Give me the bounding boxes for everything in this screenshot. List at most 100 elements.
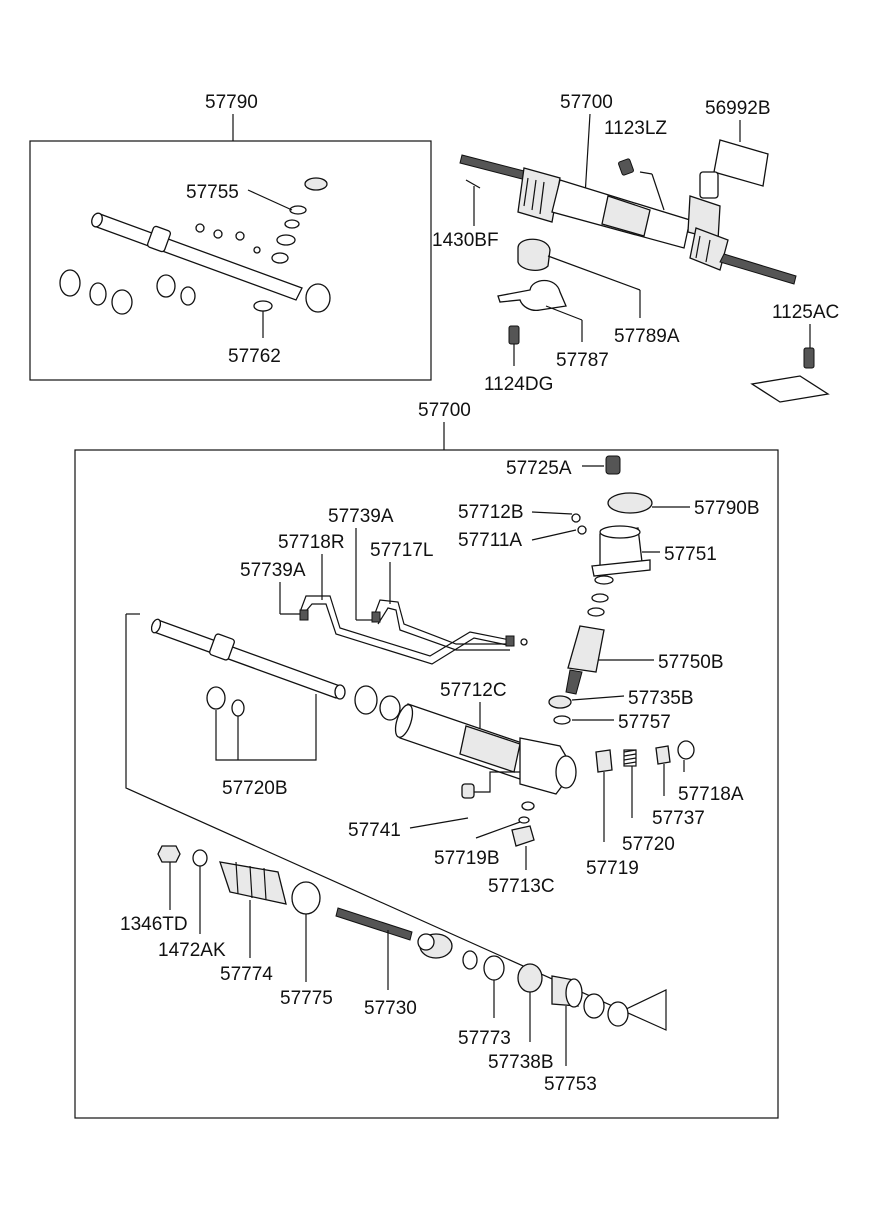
fitting-57739A-left: [299, 609, 309, 621]
callout-57753: 57753: [544, 1074, 597, 1095]
ring-bottom-a: [462, 950, 478, 970]
ring-bottom-c: [607, 1001, 629, 1027]
callout-57757: 57757: [618, 712, 671, 733]
valve-stack-57750B: [565, 575, 614, 695]
cap-57790B: [607, 492, 653, 514]
oring-57790-b: [213, 229, 223, 239]
bolt-1124DG: [508, 325, 520, 345]
callout-57700-top: 57700: [560, 92, 613, 113]
oring-57790-c: [235, 231, 245, 241]
callout-57700-main: 57700: [418, 400, 471, 421]
callout-57774: 57774: [220, 964, 273, 985]
fitting-57717L: [371, 611, 381, 623]
tie-rod-end-left: [459, 154, 529, 181]
ring-57773: [483, 955, 505, 981]
spring-57720: [623, 749, 637, 765]
callout-57739A-top: 57739A: [328, 506, 394, 527]
seal-57735B: [548, 695, 572, 709]
ring-57790-c: [111, 289, 133, 315]
ring-57757: [553, 715, 571, 725]
ring-main-b: [379, 695, 401, 721]
oring-57790-a: [195, 223, 205, 233]
callout-1472AK: 1472AK: [158, 940, 226, 961]
ring-57790-e: [180, 286, 196, 306]
callout-57725A: 57725A: [506, 458, 572, 479]
callout-57789A: 57789A: [614, 326, 680, 347]
bolt-57725A: [605, 455, 621, 475]
callout-57790: 57790: [205, 92, 258, 113]
callout-1125AC: 1125AC: [772, 302, 839, 323]
callout-57712B: 57712B: [458, 502, 524, 523]
callout-1123LZ: 1123LZ: [604, 118, 667, 139]
inner-outline: [125, 614, 667, 1031]
plug-57713C: [511, 825, 535, 847]
callout-1124DG: 1124DG: [484, 374, 553, 395]
callout-57713C: 57713C: [488, 876, 555, 897]
clamp-57775: [291, 881, 321, 915]
housing-57712C: [394, 703, 577, 795]
bolt-1125AC: [803, 347, 815, 369]
washer-1472AK: [192, 849, 208, 867]
pinion-cap-57700: [699, 171, 719, 199]
nut-57718A: [677, 740, 695, 760]
bushing-57738B: [517, 963, 543, 993]
group-57790-frame: [29, 140, 432, 381]
ring-57720B-a: [206, 686, 226, 710]
ring-57719B-a: [521, 801, 535, 811]
callout-57718R: 57718R: [278, 532, 345, 553]
steering-gear-assembly-top: 57700 1123LZ 56992B 1430BF 57789A: [432, 92, 839, 403]
callout-57739A-left: 57739A: [240, 560, 306, 581]
callout-57773: 57773: [458, 1028, 511, 1049]
ring-main-a: [354, 685, 378, 715]
tie-rod-57730: [335, 907, 453, 959]
bolt-1123LZ: [618, 158, 634, 176]
label-plate-56992B: [713, 139, 769, 187]
callout-57775: 57775: [280, 988, 333, 1009]
pin-1430BF: [465, 179, 481, 189]
callout-57718A: 57718A: [678, 784, 744, 805]
callout-56992B: 56992B: [705, 98, 771, 119]
callout-57711A: 57711A: [458, 530, 522, 551]
tube-57790: [91, 212, 303, 301]
ring-57790-f: [305, 283, 331, 313]
callout-57720: 57720: [622, 834, 675, 855]
callout-57720B: 57720B: [222, 778, 288, 799]
yoke-57719: [595, 749, 613, 773]
boot-57774: [219, 861, 287, 905]
plate-1125AC: [750, 375, 830, 403]
ring-57719B-b: [518, 816, 530, 824]
callout-57735B: 57735B: [628, 688, 694, 709]
ring-bottom-b: [583, 993, 605, 1019]
group-57700-frame: [74, 449, 779, 1119]
bracket-57787: [497, 279, 567, 312]
callout-57719: 57719: [586, 858, 639, 879]
ring-57790-a: [59, 269, 81, 297]
callout-57737: 57737: [652, 808, 705, 829]
ring-57790-d: [156, 274, 176, 298]
callout-57755: 57755: [186, 182, 239, 203]
callout-1346TD: 1346TD: [120, 914, 188, 935]
nut-1346TD: [157, 845, 181, 863]
callout-57730: 57730: [364, 998, 417, 1019]
callout-57719B: 57719B: [434, 848, 500, 869]
callout-57762: 57762: [228, 346, 281, 367]
callout-57750B: 57750B: [658, 652, 724, 673]
callout-57741: 57741: [348, 820, 401, 841]
bushing-57789A: [517, 238, 551, 272]
group-57700-main: 57700 57725A 57790B 57712B 57711A 57751: [74, 400, 779, 1119]
callout-1430BF: 1430BF: [432, 230, 499, 251]
ball-57712B: [571, 513, 581, 523]
callout-57712C: 57712C: [440, 680, 507, 701]
callout-57751: 57751: [664, 544, 717, 565]
boot-left-57700: [517, 167, 561, 223]
callout-57790B: 57790B: [694, 498, 760, 519]
callout-57787: 57787: [556, 350, 609, 371]
plug-57741: [461, 783, 475, 799]
ring-57720B-b: [231, 699, 245, 717]
oring-57790-d: [253, 246, 261, 254]
seal-stack-57755: [271, 177, 328, 264]
ball-57711A: [577, 525, 587, 535]
callout-57717L: 57717L: [370, 540, 433, 561]
